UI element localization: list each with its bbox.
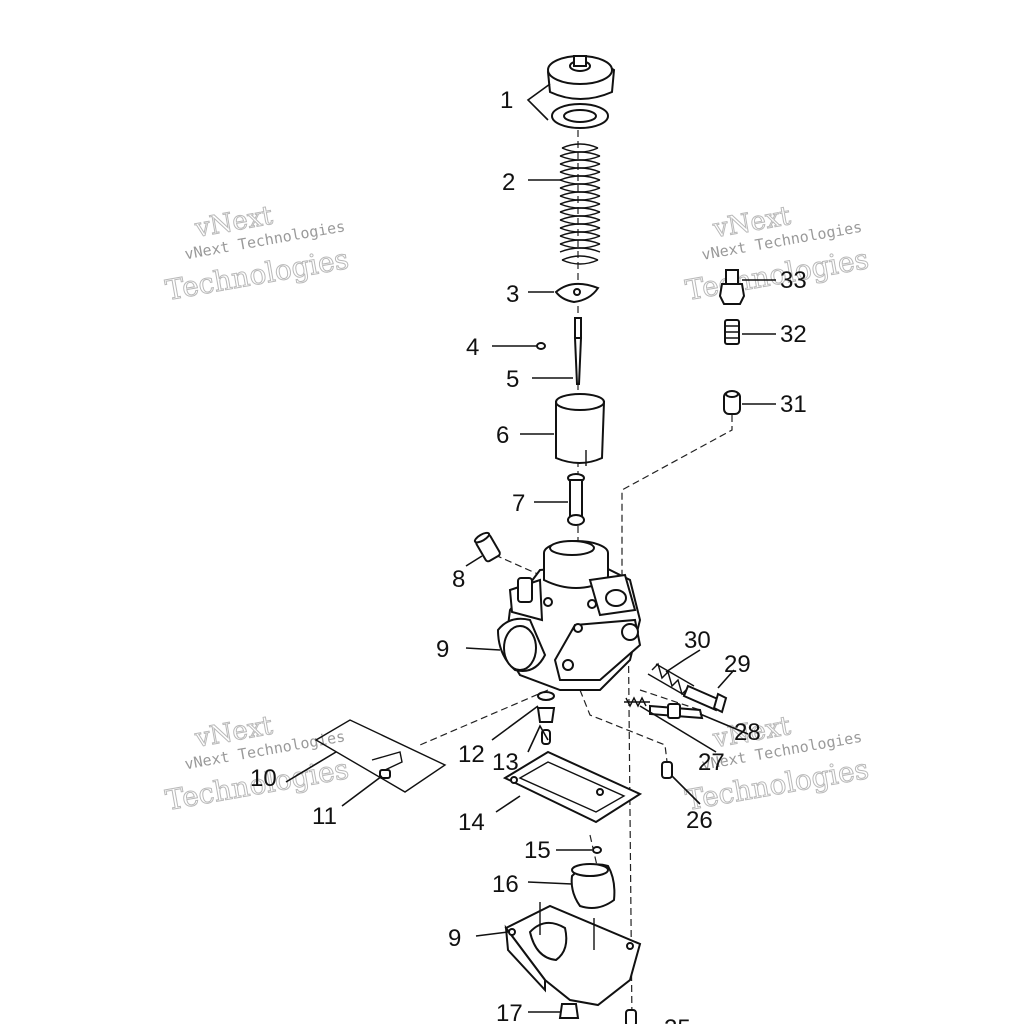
part-11-pin [379, 769, 391, 779]
callout-13: 13 [492, 749, 519, 776]
callout-9-bowl: 9 [448, 925, 461, 952]
part-26-fitting [661, 761, 673, 779]
callout-3: 3 [506, 281, 519, 308]
part-6-throttle-slide [555, 393, 606, 466]
callout-2: 2 [502, 169, 515, 196]
callout-32: 32 [780, 321, 807, 348]
callout-17: 17 [496, 1000, 523, 1024]
part-9-float-bowl [504, 902, 642, 1007]
part-32-spring [724, 319, 740, 345]
part-27-spring [624, 696, 650, 708]
part-9-carburetor-body [496, 540, 642, 691]
watermark-right-top: vNext vNext Technologies Technologies [682, 201, 871, 308]
part-33-screw [718, 269, 746, 305]
part-8-cap [473, 531, 501, 563]
callout-5: 5 [506, 366, 519, 393]
callout-15: 15 [524, 837, 551, 864]
callout-28: 28 [734, 719, 761, 746]
part-4-e-clip [536, 342, 546, 350]
callout-6: 6 [496, 422, 509, 449]
callout-labels: 1 2 3 4 5 6 7 8 9 30 29 28 27 26 33 32 3… [250, 87, 807, 1024]
part-1-cap [546, 55, 616, 129]
callout-12: 12 [458, 741, 485, 768]
callout-16: 16 [492, 871, 519, 898]
part-3-clip-plate [554, 282, 600, 304]
callout-30: 30 [684, 627, 711, 654]
callout-11: 11 [312, 803, 337, 830]
part-5-needle [573, 317, 583, 385]
part-12-washer [537, 691, 555, 701]
part-31-plunger [723, 390, 741, 415]
callout-31: 31 [780, 391, 807, 418]
part-17-drain-plug [558, 1003, 580, 1019]
callout-33: 33 [780, 267, 807, 294]
watermark-left-top: vNext vNext Technologies Technologies [162, 200, 351, 307]
part-15-pin [592, 846, 602, 854]
callout-1: 1 [500, 87, 513, 114]
part-10-plate [314, 719, 447, 793]
callout-26: 26 [686, 807, 713, 834]
part-16-float [570, 863, 616, 909]
part-7-needle-jet [567, 473, 585, 526]
callout-27: 27 [698, 749, 725, 776]
callout-4: 4 [466, 334, 479, 361]
callout-7: 7 [512, 490, 525, 517]
callout-10: 10 [250, 765, 277, 792]
callout-9-body: 9 [436, 636, 449, 663]
part-14-gasket [502, 750, 643, 824]
part-2-spring [559, 143, 601, 265]
callout-29: 29 [724, 651, 751, 678]
part-29-screw [682, 684, 728, 714]
watermark-left-bottom: vNext vNext Technologies Technologies [162, 710, 351, 817]
callout-25: 25 [664, 1015, 691, 1024]
part-25-pipe [625, 1009, 637, 1024]
leader-lines [285, 83, 776, 1013]
callout-8: 8 [452, 566, 465, 593]
callout-14: 14 [458, 809, 485, 836]
